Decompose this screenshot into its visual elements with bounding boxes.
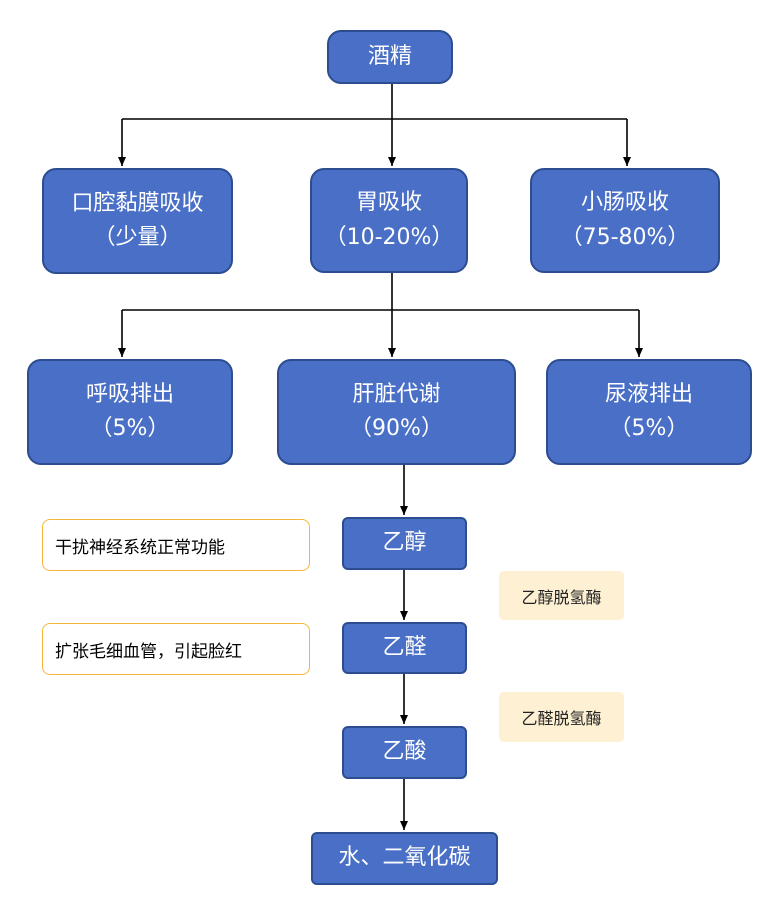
- acetaldehyde-label: 乙醛: [382, 634, 427, 660]
- nervous-system-effect-text: 干扰神经系统正常功能: [55, 537, 225, 558]
- stomach-box: 胃吸收 （10-20%）: [310, 168, 468, 273]
- small-intestine-label: 小肠吸收: [580, 190, 669, 216]
- alcohol-dehydrogenase-text: 乙醇脱氢酶: [521, 587, 602, 607]
- oral-mucosa-box: 口腔黏膜吸收 （少量）: [42, 168, 233, 274]
- oral-mucosa-label: 口腔黏膜吸收: [71, 190, 204, 216]
- urine-excretion-box: 尿液排出 （5%）: [546, 359, 752, 465]
- breath-excretion-label: 呼吸排出: [85, 381, 174, 407]
- water-co2-box: 水、二氧化碳: [311, 832, 498, 885]
- liver-metabolism-box: 肝脏代谢 （90%）: [277, 359, 516, 465]
- liver-metabolism-label: 肝脏代谢: [352, 381, 441, 407]
- acetic-acid-box: 乙酸: [342, 726, 467, 779]
- acetaldehyde-box: 乙醛: [342, 622, 467, 674]
- alcohol-label: 酒精: [367, 43, 412, 69]
- nervous-system-effect-note: 干扰神经系统正常功能: [42, 519, 310, 571]
- ethanol-label: 乙醇: [382, 530, 427, 556]
- liver-metabolism-amount: （90%）: [350, 416, 443, 441]
- aldehyde-dehydrogenase-text: 乙醛脱氢酶: [521, 709, 602, 728]
- capillary-effect-text: 扩张毛细血管，引起脸红: [55, 641, 242, 662]
- urine-excretion-amount: （5%）: [609, 416, 689, 441]
- breath-excretion-box: 呼吸排出 （5%）: [27, 359, 233, 465]
- alcohol-box: 酒精: [327, 30, 453, 84]
- breath-excretion-amount: （5%）: [90, 416, 170, 441]
- urine-excretion-label: 尿液排出: [604, 381, 693, 407]
- alcohol-dehydrogenase-label: 乙醇脱氢酶: [499, 571, 624, 620]
- ethanol-box: 乙醇: [342, 517, 467, 570]
- capillary-effect-note: 扩张毛细血管，引起脸红: [42, 623, 310, 675]
- oral-mucosa-amount: （少量）: [93, 225, 182, 250]
- small-intestine-box: 小肠吸收 （75-80%）: [530, 168, 720, 273]
- aldehyde-dehydrogenase-label: 乙醛脱氢酶: [499, 692, 624, 742]
- small-intestine-amount: （75-80%）: [560, 224, 690, 250]
- stomach-amount: （10-20%）: [324, 224, 454, 250]
- stomach-label: 胃吸收: [355, 190, 422, 216]
- water-co2-label: 水、二氧化碳: [338, 845, 471, 871]
- acetic-acid-label: 乙酸: [382, 739, 427, 765]
